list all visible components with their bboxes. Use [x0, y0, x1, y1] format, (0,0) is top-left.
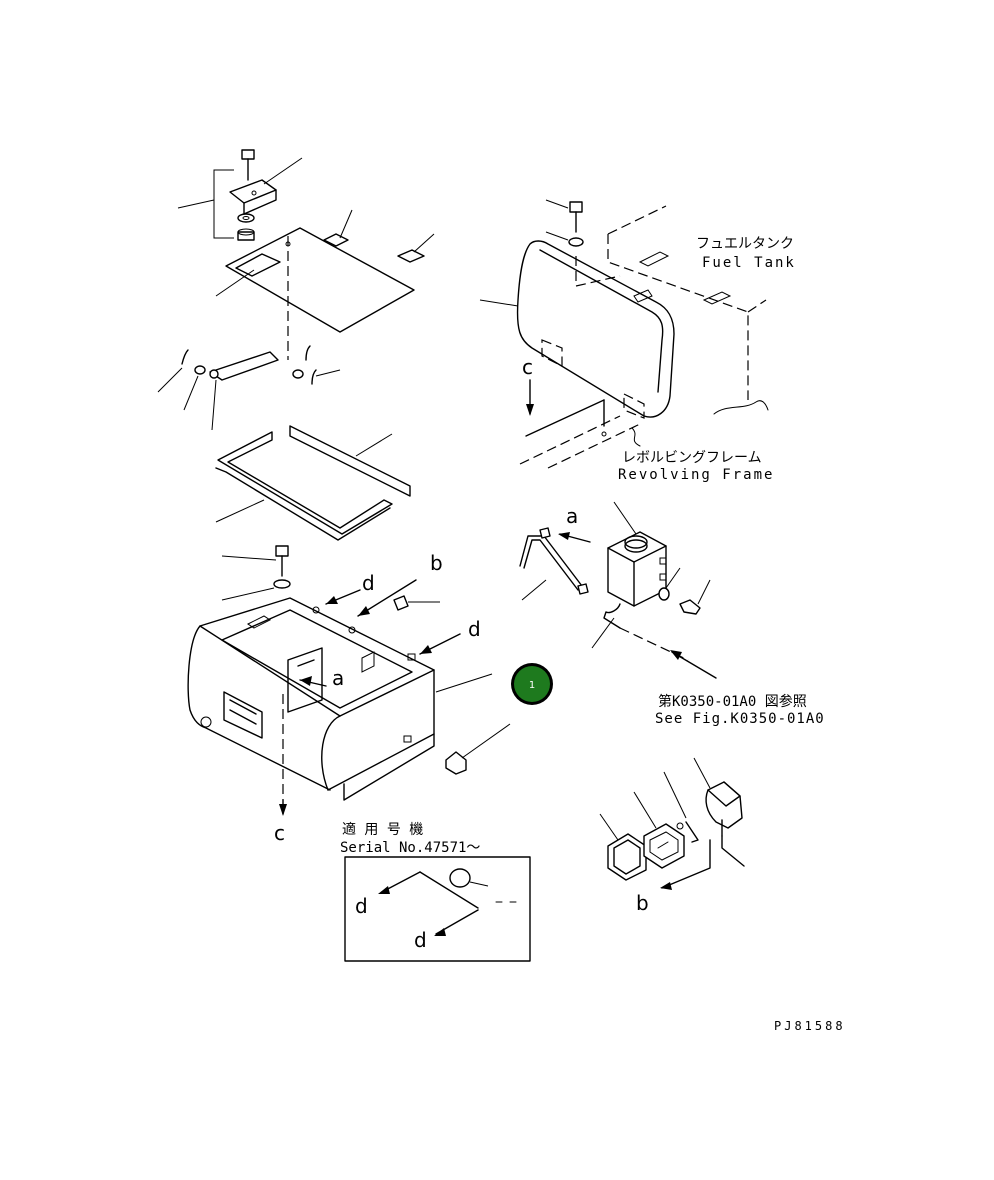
ref-letter-c-tank: c [522, 355, 533, 379]
ref-letter-d-inset-1: d [355, 894, 368, 918]
see-fig-label-en: See Fig.K0350-01A0 [655, 711, 825, 727]
ref-letter-d-box-2: d [468, 617, 481, 641]
drawing-code: PJ81588 [774, 1019, 846, 1033]
top-bracket-assembly [177, 149, 303, 241]
ref-letter-b-box: b [430, 551, 443, 575]
lamp-assembly [599, 757, 745, 890]
cover-plate [215, 209, 435, 360]
serial-inset [344, 856, 531, 962]
ref-letter-a-washer: a [566, 504, 578, 528]
washer-tank-assembly [519, 501, 717, 679]
fuel-tank-label-jp: フュエルタンク [696, 236, 794, 252]
seal-rings [215, 425, 411, 541]
ref-letter-c-box: c [274, 821, 285, 845]
part-number-badge[interactable]: 1 [511, 663, 553, 705]
fuel-tank-label-en: Fuel Tank [702, 255, 796, 271]
box-bolt [221, 545, 291, 601]
see-fig-label-jp: 第K0350-01A0 図参照 [658, 693, 807, 710]
ref-letter-d-box-1: d [362, 571, 375, 595]
latch-rod [157, 345, 341, 431]
fuel-tank-assembly [479, 199, 769, 469]
ref-letter-b-lamp: b [636, 891, 649, 915]
part-number-badge-label: 1 [529, 680, 535, 691]
revolving-frame-label-en: Revolving Frame [618, 467, 774, 483]
serial-label-jp: 適 用 号 機 [342, 821, 423, 838]
ref-letter-a-box: a [332, 666, 344, 690]
battery-box [187, 579, 511, 816]
ref-letter-d-inset-2: d [414, 928, 427, 952]
revolving-frame-label-jp: レボルビングフレーム [622, 450, 762, 466]
serial-label-en: Serial No.47571～ [340, 840, 480, 856]
